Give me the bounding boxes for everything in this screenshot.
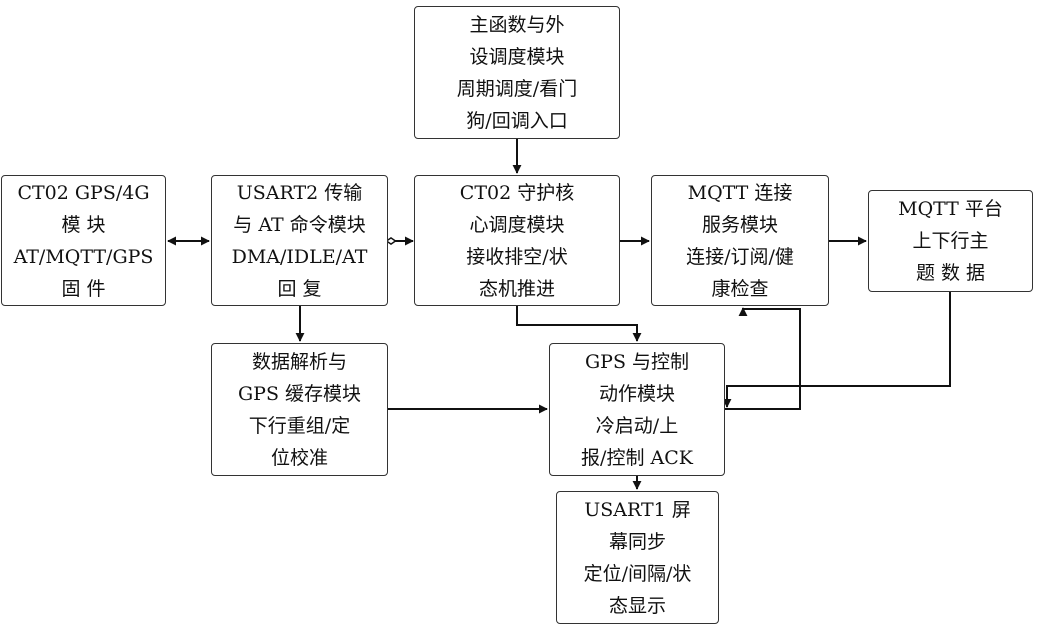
block-line: 接收排空/状 bbox=[466, 245, 568, 268]
block-line: MQTT 平台 bbox=[898, 198, 1003, 220]
block-line: CT02 GPS/4G bbox=[17, 181, 150, 204]
main-scheduler-block: 主函数与外 设调度模块 周期调度/看门 狗/回调入口 bbox=[414, 6, 620, 139]
block-line: 设调度模块 bbox=[469, 45, 565, 68]
block-line: 回 复 bbox=[277, 277, 322, 300]
usart1-screen-sync-block: USART1 屏 幕同步 定位/间隔/状 态显示 bbox=[556, 491, 719, 624]
block-line: 模 块 bbox=[61, 213, 106, 236]
arrow-mqtt-platform-to-gps-control bbox=[722, 292, 951, 408]
block-line: 心调度模块 bbox=[469, 213, 565, 236]
block-line: 连接/订阅/健 bbox=[686, 245, 794, 268]
block-line: 态显示 bbox=[608, 594, 666, 617]
block-line: USART2 传输 bbox=[236, 181, 363, 204]
ct02-daemon-core-block: CT02 守护核 心调度模块 接收排空/状 态机推进 bbox=[414, 175, 620, 306]
block-line: DMA/IDLE/AT bbox=[231, 245, 368, 268]
mqtt-platform-block: MQTT 平台 上下行主 题 数 据 bbox=[868, 190, 1033, 292]
block-line: 周期调度/看门 bbox=[456, 77, 578, 100]
arrow-gps-control-to-mqtt-service bbox=[725, 307, 801, 410]
ct02-gps-4g-module-block: CT02 GPS/4G 模 块 AT/MQTT/GPS 固 件 bbox=[1, 175, 166, 306]
block-line: 动作模块 bbox=[598, 382, 675, 405]
block-line: 态机推进 bbox=[478, 277, 555, 300]
block-line: GPS 缓存模块 bbox=[237, 382, 362, 405]
block-line: 与 AT 命令模块 bbox=[233, 213, 366, 236]
usart2-at-command-block: USART2 传输 与 AT 命令模块 DMA/IDLE/AT 回 复 bbox=[211, 175, 388, 306]
arrow-core-to-gps-control bbox=[516, 306, 642, 342]
block-line: 题 数 据 bbox=[915, 262, 986, 284]
block-line: 上下行主 bbox=[912, 230, 989, 252]
block-line: 康检查 bbox=[711, 277, 769, 300]
gps-control-action-block: GPS 与控制 动作模块 冷启动/上 报/控制 ACK bbox=[549, 343, 725, 476]
block-line: MQTT 连接 bbox=[687, 181, 793, 204]
block-line: 主函数与外 bbox=[469, 13, 565, 36]
block-line: 固 件 bbox=[61, 277, 106, 300]
block-line: AT/MQTT/GPS bbox=[13, 245, 154, 268]
data-parse-gps-cache-block: 数据解析与 GPS 缓存模块 下行重组/定 位校准 bbox=[211, 343, 388, 476]
block-line: 狗/回调入口 bbox=[466, 109, 568, 132]
block-line: USART1 屏 bbox=[584, 498, 691, 521]
block-line: 下行重组/定 bbox=[248, 414, 351, 437]
block-line: CT02 守护核 bbox=[459, 181, 575, 204]
block-line: 报/控制 ACK bbox=[581, 446, 693, 469]
block-line: 服务模块 bbox=[701, 213, 778, 236]
mqtt-service-block: MQTT 连接 服务模块 连接/订阅/健 康检查 bbox=[651, 175, 829, 306]
block-line: 幕同步 bbox=[608, 530, 666, 553]
block-line: 定位/间隔/状 bbox=[583, 562, 692, 585]
block-line: GPS 与控制 bbox=[584, 350, 690, 373]
block-line: 冷启动/上 bbox=[595, 414, 679, 437]
block-line: 数据解析与 bbox=[251, 350, 347, 373]
block-line: 位校准 bbox=[270, 446, 328, 469]
